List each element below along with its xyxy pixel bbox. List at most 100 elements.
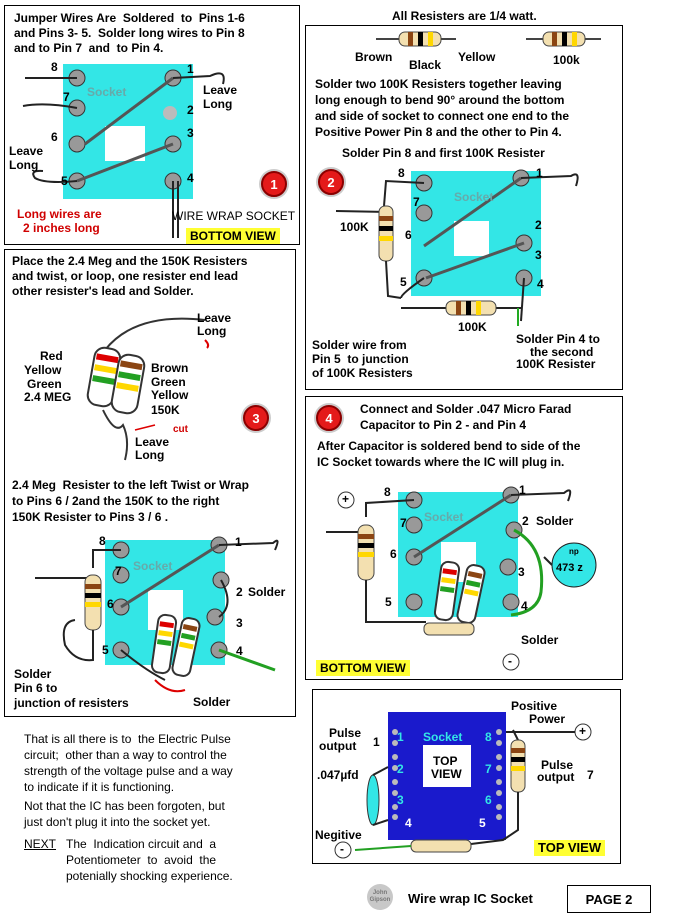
socket-diagram-2 [335,169,579,326]
panel-step-3: Place the 2.4 Meg and the 150K Resisters… [4,249,296,717]
cap-047-label: .047µfd [317,768,359,782]
bottom-view-label: BOTTOM VIEW [186,228,280,244]
brown-label: Brown [355,50,393,64]
wire-wrap-socket-label: WIRE WRAP SOCKET [172,209,296,223]
p4-instr-1: After Capacitor is soldered bend to side… [317,439,581,453]
pulse-out1-1: Pulse [329,726,362,740]
p2-pin-1: 1 [536,166,543,180]
pulse-out1-2: output [319,739,357,753]
top-view-label: TOP VIEW [534,840,606,856]
panel3-intro-1: Place the 2.4 Meg and the 150K Resisters [12,254,248,268]
p2-pin-2: 2 [535,218,542,232]
pin-6-label: 6 [51,130,58,144]
p3-leave-long-bottom-1: Leave [135,435,170,449]
summary-2: circuit; other than a way to control the [24,748,227,762]
p4-plus: + [342,492,350,506]
leave-long-right-2: Long [203,97,233,111]
socket-window [105,126,145,161]
p3-pin-1: 1 [235,535,242,549]
negitive-label: Negitive [315,828,362,842]
pin-5-label: 5 [61,174,68,188]
p4-solder-bottom: Solder [521,633,559,647]
ic-top-view-diagram [334,712,592,859]
p2-pin-7: 7 [413,195,420,209]
p4-header-1: Connect and Solder .047 Micro Farad [360,402,572,416]
panel-step-1: Jumper Wires Are Soldered to Pins 1-6 an… [4,5,300,245]
p3-solder-pin6-3: junction of resisters [14,696,129,710]
step-2-badge: 2 [318,169,344,195]
resistor-header: All Resisters are 1/4 watt. [392,9,537,23]
p4-solder-top: Solder [536,514,574,528]
p2-pin-5: 5 [400,275,407,289]
long-wires-note-2: 2 inches long [23,221,100,235]
p3-brown: Brown [151,361,189,375]
p3-cut: cut [173,424,188,435]
panel2-subheader: Solder Pin 8 and first 100K Resister [342,146,545,160]
page-number: PAGE 2 [567,885,651,913]
panel3-intro-2: and twist, or loop, one resister end lea… [12,269,239,283]
p3-leave-long-top-1: Leave [197,311,232,325]
ic-left-pin-2: 2 [397,762,404,776]
p2-note-left-1: Solder wire from [312,338,407,352]
summary-1: That is all there is to the Electric Pul… [24,732,231,746]
p3-solder-pin6-1: Solder [14,667,52,681]
panel-step-2: Brown Black Yellow 100k Solder two 100K … [305,25,623,390]
logo-line-1: John [372,890,388,896]
panel-top-view: Socket TOP VIEW 1 2 3 4 8 7 6 5 Positive… [312,689,621,864]
panel2-instr-1: Solder two 100K Resisters together leavi… [315,77,562,91]
p3-yellow: Yellow [24,363,62,377]
leave-long-right-1: Leave [203,83,238,97]
summary-5: Not that the IC has been forgoten, but [24,799,225,813]
positive-power-2: Power [529,712,566,726]
step-4-badge: 4 [316,405,342,431]
p3-meg: 2.4 MEG [24,390,72,404]
value-100k-label: 100k [553,53,580,67]
black-label: Black [409,58,442,72]
p2-pin-3: 3 [535,248,542,262]
p3-pin-2: 2 [236,585,243,599]
socket-label-2: Socket [454,190,494,204]
p3-pin-4: 4 [236,644,243,658]
socket-label-3: Socket [133,559,173,573]
yellow-label: Yellow [458,50,496,64]
p2-pin-6: 6 [405,228,412,242]
p2-note-right-3: 100K Resister [516,357,596,371]
p4-pin-2: 2 [522,514,529,528]
p3-yellow2: Yellow [151,388,189,402]
long-wires-note-1: Long wires are [17,207,102,221]
p3-150k: 150K [151,403,180,417]
ic-left-pin-3: 3 [397,793,404,807]
p3-pin-8: 8 [99,534,106,548]
leave-long-left-1: Leave [9,144,44,158]
next-text-2: Potentiometer to avoid the [66,853,217,867]
ic-right-pin-8: 8 [485,730,492,744]
panel2-instr-2: long enough to bend 90° around the botto… [315,93,565,107]
p2-pin-8: 8 [398,166,405,180]
p2-note-right-1: Solder Pin 4 to [516,332,601,346]
p3-leave-long-bottom-2: Long [135,448,165,462]
ic-right-pin-6: 6 [485,793,492,807]
twisted-resistors [86,317,210,461]
p3-pin-7: 7 [115,564,122,578]
p4-instr-2: IC Socket towards where the IC will plug… [317,455,565,469]
panel1-intro-3: and to Pin 7 and to Pin 4. [14,41,164,55]
pin-3-label: 3 [187,126,194,140]
p3-solder-right: Solder [248,585,286,599]
p2-note-right-2: the second [530,345,594,359]
pin-1-label: 1 [187,62,194,76]
p5-minus: - [340,842,344,856]
next-text-1: The Indication circuit and a [66,837,217,851]
pin-2-label: 2 [187,103,194,117]
p4-pin-3: 3 [518,565,525,579]
summary-4: to indicate if it is functioning. [24,780,175,794]
panel1-intro-2: and Pins 3- 5. Solder long wires to Pin … [14,26,245,40]
p3-leave-long-top-2: Long [197,324,227,338]
p3-solder-pin6-2: Pin 6 to [14,681,58,695]
panel2-instr-3: and side of socket to connect one end to… [315,109,570,123]
summary-3: strength of the voltage pulse and a way [24,764,233,778]
step-1-badge: 1 [261,171,287,197]
panel1-intro-1: Jumper Wires Are Soldered to Pins 1-6 [14,11,245,25]
p4-header-2: Capacitor to Pin 2 - and Pin 4 [360,418,527,432]
p3-solder-bottom: Solder [193,695,231,709]
